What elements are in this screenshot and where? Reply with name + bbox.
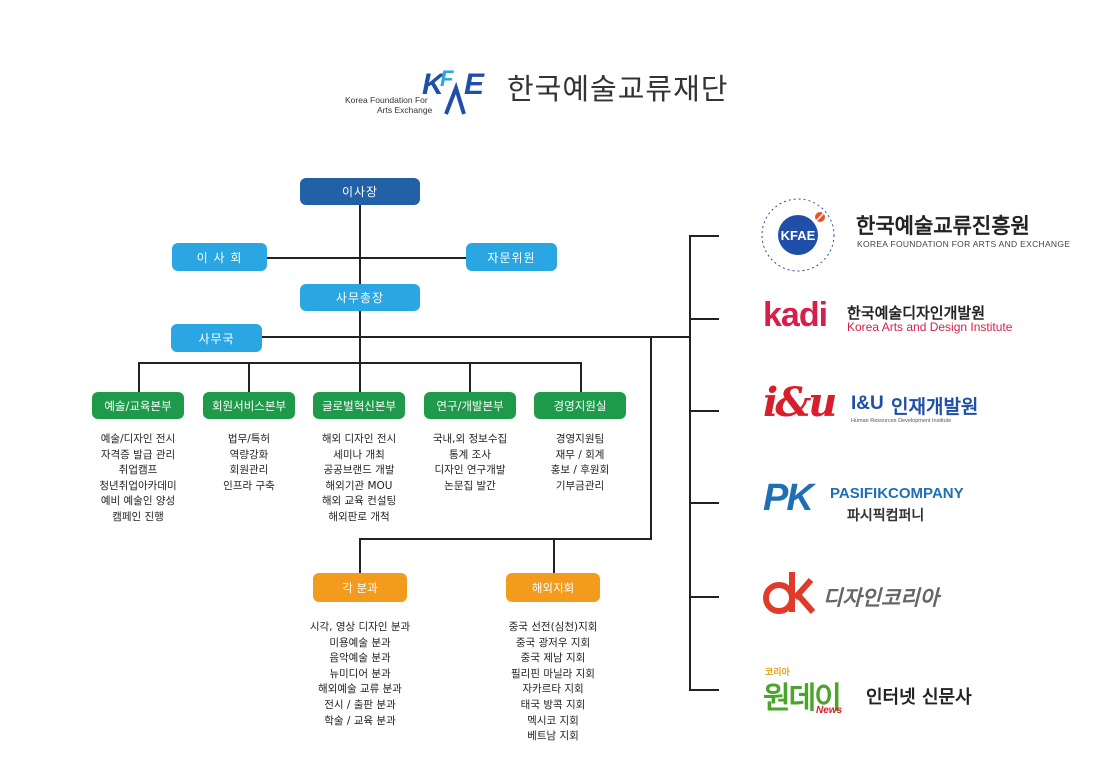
division-list-management: 경영지원팀 재무 / 회계 홍보 / 후원회 기부금관리 bbox=[520, 432, 640, 494]
list-item: 세미나 개최 bbox=[333, 448, 385, 461]
division-list-member-service: 법무/특허 역량강화 회원관리 인프라 구축 bbox=[189, 432, 309, 494]
division-box-global-innovation: 글로벌혁신본부 bbox=[313, 392, 405, 419]
list-item: 해외기관 MOU bbox=[325, 479, 393, 492]
chairman-box: 이사장 bbox=[300, 178, 420, 205]
division-box-arts-education: 예술/교육본부 bbox=[92, 392, 184, 419]
list-item: 통계 조사 bbox=[449, 448, 491, 461]
list-item: 해외판로 개척 bbox=[328, 510, 390, 523]
affiliate-design-korea: 디자인코리아 bbox=[763, 570, 1083, 620]
list-item: 해외 디자인 전시 bbox=[321, 433, 397, 445]
list-item: 멕시코 지회 bbox=[527, 714, 579, 727]
list-item: 역량강화 bbox=[229, 448, 269, 461]
list-item: 경영지원팀 bbox=[555, 433, 605, 445]
list-item: 자카르타 지회 bbox=[522, 683, 584, 696]
kfae-seal-icon: KFAE bbox=[761, 198, 835, 272]
affiliate-iu: i&u I&U 인재개발원 Human Resources Developmen… bbox=[763, 379, 1083, 435]
affiliate-kfae: KFAE 한국예술교류진흥원 KOREA FOUNDATION FOR ARTS… bbox=[758, 195, 1078, 275]
list-item: 해외예술 교류 분과 bbox=[318, 683, 402, 696]
list-item: 전시 / 출판 분과 bbox=[324, 698, 396, 711]
list-item: 기부금관리 bbox=[555, 479, 605, 492]
svg-text:K: K bbox=[422, 68, 446, 101]
branch-box-subcommittees: 각 분과 bbox=[313, 573, 407, 602]
list-item: 해외 교육 컨설팅 bbox=[321, 495, 397, 508]
division-list-research: 국내,외 정보수집 통계 조사 디자인 연구개발 논문집 발간 bbox=[410, 432, 530, 494]
kfae-sub: KOREA FOUNDATION FOR ARTS AND EXCHANGE bbox=[857, 239, 1071, 249]
list-item: 자격증 발급 관리 bbox=[100, 448, 176, 461]
list-item: 공공브랜드 개발 bbox=[323, 464, 395, 477]
kfae-logo-mark: K F E bbox=[422, 66, 485, 115]
svg-text:F: F bbox=[440, 66, 454, 91]
oneday-news: News bbox=[816, 705, 843, 716]
pasifik-sub: 파시픽컴퍼니 bbox=[847, 508, 925, 524]
list-item: 음악예술 분과 bbox=[329, 652, 391, 665]
list-item: 회원관리 bbox=[229, 464, 269, 477]
branch-list-subcommittees: 시각, 영상 디자인 분과 미용예술 분과 음악예술 분과 뉴미디어 분과 해외… bbox=[290, 620, 430, 729]
secretary-general-box: 사무총장 bbox=[300, 284, 420, 311]
list-item: 중국 제남 지회 bbox=[520, 652, 586, 665]
list-item: 국내,외 정보수집 bbox=[432, 433, 508, 445]
list-item: 논문집 발간 bbox=[444, 479, 496, 492]
list-item: 중국 광저우 지회 bbox=[515, 636, 591, 649]
list-item: 예비 예술인 양성 bbox=[100, 495, 176, 508]
page-title: 한국예술교류재단 bbox=[507, 72, 729, 106]
iu-logo-mark: i&u bbox=[763, 379, 837, 426]
kadi-logo-mark: kadi bbox=[763, 296, 828, 334]
svg-text:KFAE: KFAE bbox=[781, 228, 816, 243]
affiliate-kadi: kadi 한국예술디자인개발원 Korea Arts and Design In… bbox=[763, 296, 1083, 343]
kfae-name: 한국예술교류진흥원 bbox=[856, 214, 1030, 238]
list-item: 디자인 연구개발 bbox=[434, 464, 506, 477]
logo-small-line-2: Arts Exchange bbox=[377, 105, 433, 115]
iu-brand: I&U bbox=[851, 393, 884, 414]
list-item: 베트남 지회 bbox=[527, 730, 579, 743]
pasifik-logo-mark: PK bbox=[763, 477, 814, 519]
list-item: 예술/디자인 전시 bbox=[100, 433, 176, 445]
list-item: 인프라 구축 bbox=[223, 479, 275, 492]
list-item: 뉴미디어 분과 bbox=[329, 667, 391, 680]
secretariat-box: 사무국 bbox=[171, 324, 262, 352]
list-item: 필리핀 마닐라 지회 bbox=[511, 667, 595, 680]
dk-logo-icon bbox=[763, 572, 816, 614]
division-list-arts-education: 예술/디자인 전시 자격증 발급 관리 취업캠프 청년취업아카데미 예비 예술인… bbox=[78, 432, 198, 526]
division-box-management: 경영지원실 bbox=[534, 392, 626, 419]
iu-sub: Human Resources Development Institute bbox=[851, 418, 952, 424]
affiliate-oneday: 코리아 원데이 News 인터넷 신문사 bbox=[763, 665, 1083, 721]
design-korea-name: 디자인코리아 bbox=[823, 586, 939, 610]
list-item: 취업캠프 bbox=[118, 464, 158, 477]
list-item: 캠페인 진행 bbox=[112, 510, 164, 523]
list-item: 법무/특허 bbox=[227, 433, 271, 445]
division-list-global-innovation: 해외 디자인 전시 세미나 개최 공공브랜드 개발 해외기관 MOU 해외 교육… bbox=[299, 432, 419, 526]
logo-small-line-1: Korea Foundation For bbox=[345, 95, 428, 105]
list-item: 학술 / 교육 분과 bbox=[324, 714, 396, 727]
iu-name: 인재개발원 bbox=[891, 396, 979, 418]
list-item: 시각, 영상 디자인 분과 bbox=[309, 621, 411, 633]
list-item: 미용예술 분과 bbox=[329, 636, 391, 649]
header-logo: K F E Korea Foundation For Arts Exchange… bbox=[345, 60, 765, 120]
affiliate-pasifik: PK PASIFIKCOMPANY 파시픽컴퍼니 bbox=[763, 477, 1083, 530]
division-box-research: 연구/개발본부 bbox=[424, 392, 516, 419]
board-box: 이 사 회 bbox=[172, 243, 267, 271]
list-item: 홍보 / 후원회 bbox=[550, 464, 610, 477]
branch-box-overseas: 해외지회 bbox=[506, 573, 600, 602]
advisory-box: 자문위원 bbox=[466, 243, 557, 271]
list-item: 청년취업아카데미 bbox=[99, 479, 177, 492]
division-box-member-service: 회원서비스본부 bbox=[203, 392, 295, 419]
kadi-name: 한국예술디자인개발원 bbox=[847, 304, 986, 322]
oneday-name: 인터넷 신문사 bbox=[866, 687, 972, 708]
list-item: 중국 선전(심천)지회 bbox=[508, 621, 598, 633]
oneday-logo-mark: 원데이 bbox=[763, 681, 842, 716]
pasifik-name: PASIFIKCOMPANY bbox=[830, 485, 964, 502]
branch-list-overseas: 중국 선전(심천)지회 중국 광저우 지회 중국 제남 지회 필리핀 마닐라 지… bbox=[483, 620, 623, 745]
kadi-sub: Korea Arts and Design Institute bbox=[847, 320, 1013, 334]
oneday-small: 코리아 bbox=[765, 668, 790, 678]
list-item: 재무 / 회계 bbox=[555, 448, 605, 461]
list-item: 태국 방콕 지회 bbox=[520, 698, 586, 711]
svg-text:E: E bbox=[464, 68, 485, 101]
